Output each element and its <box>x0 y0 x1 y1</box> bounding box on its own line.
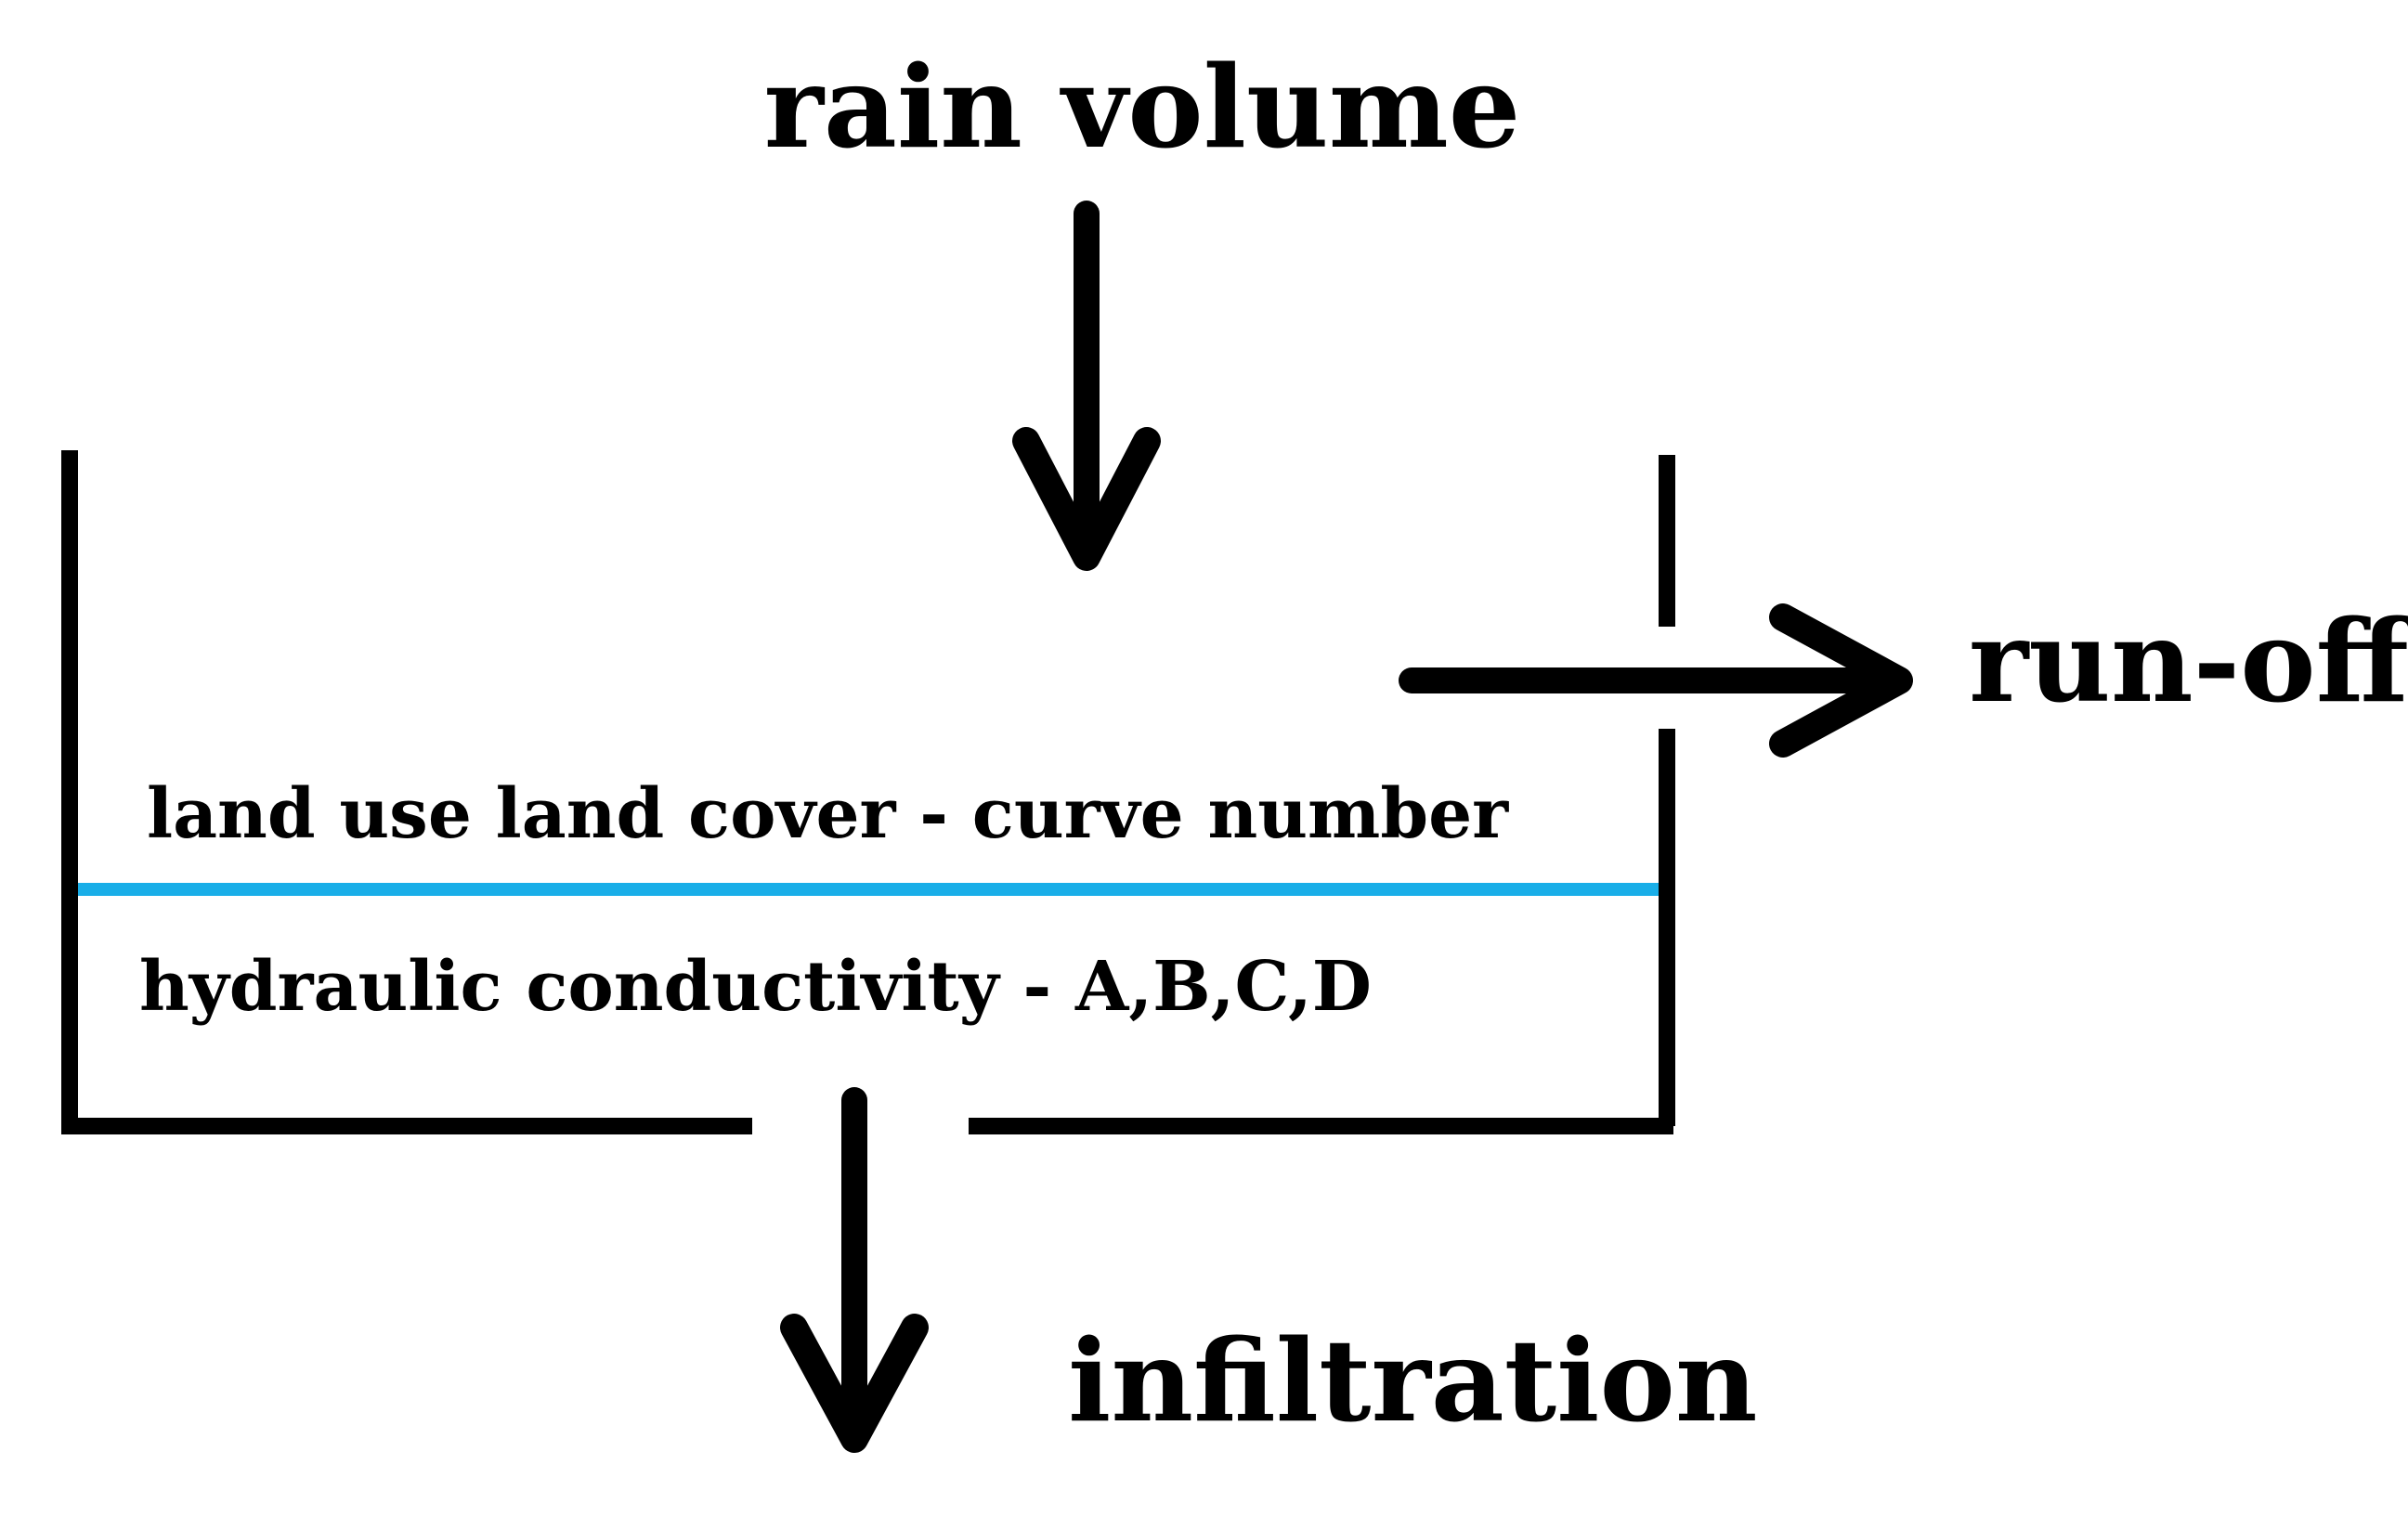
infiltration-arrow-icon <box>780 1087 929 1453</box>
bucket-container <box>61 450 1675 1134</box>
hydraulic-conductivity-layer-label: hydraulic conductivity - A,B,C,D <box>139 947 1372 1027</box>
runoff-arrow-icon <box>1399 603 1913 758</box>
infiltration-label: infiltration <box>1068 1314 1758 1447</box>
land-use-layer-label: land use land cover - curve number <box>147 774 1509 854</box>
runoff-label: run-off <box>1969 594 2408 728</box>
rain-arrow-icon <box>1012 201 1161 571</box>
rain-volume-label: rain volume <box>764 40 1521 174</box>
